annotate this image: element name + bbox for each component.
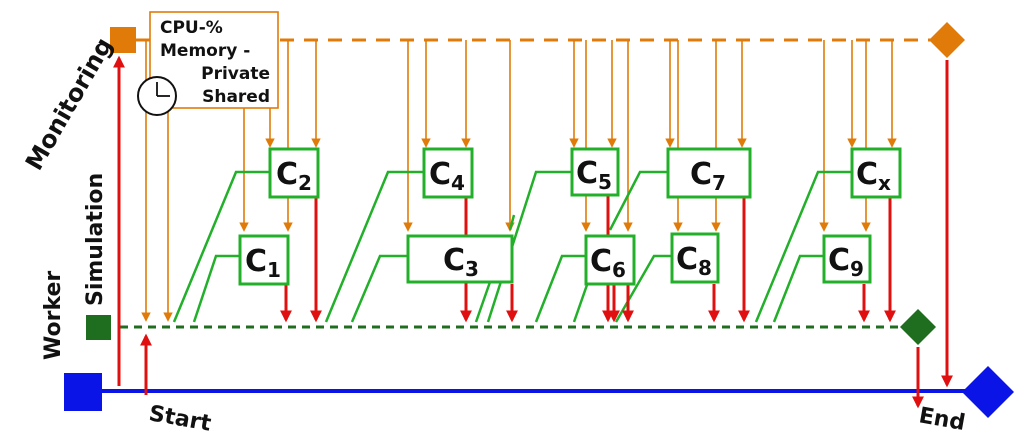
- simulation-label: Simulation: [83, 173, 108, 306]
- svg-text:C3: C3: [443, 243, 479, 281]
- clock-icon: [137, 76, 177, 116]
- computation-c8: C8: [670, 232, 720, 284]
- start-marker: [64, 373, 102, 411]
- svg-text:Cx: Cx: [856, 157, 891, 195]
- svg-text:C9: C9: [828, 243, 864, 281]
- worker-start-marker: [86, 315, 111, 340]
- computation-c3: C3: [406, 234, 514, 284]
- computation-c5: C5: [570, 147, 620, 197]
- end-label: End: [917, 403, 967, 436]
- computation-c7: C7: [666, 147, 752, 199]
- svg-text:C2: C2: [276, 157, 312, 195]
- metric-private: Private: [201, 64, 270, 84]
- computation-c9: C9: [822, 234, 872, 284]
- svg-text:C7: C7: [690, 157, 726, 195]
- metric-shared: Shared: [202, 87, 270, 107]
- monitoring-label: Monitoring: [20, 33, 118, 175]
- worker-label: Worker: [41, 271, 66, 360]
- computation-c2: C2: [268, 147, 320, 199]
- svg-text:C4: C4: [429, 157, 465, 195]
- monitoring-end-marker: [929, 22, 965, 58]
- monitoring-start-marker: [110, 27, 136, 53]
- worker-end-marker: [900, 309, 936, 345]
- end-marker: [962, 366, 1014, 418]
- svg-text:C6: C6: [590, 244, 626, 282]
- svg-text:C5: C5: [576, 156, 612, 194]
- computation-cx: Cx: [850, 147, 902, 199]
- computation-c4: C4: [422, 147, 474, 199]
- computation-c6: C6: [584, 234, 636, 286]
- svg-text:C1: C1: [245, 244, 281, 282]
- computation-c1: C1: [238, 234, 290, 286]
- metric-cpu: CPU-%: [160, 18, 223, 38]
- start-label: Start: [147, 401, 213, 437]
- svg-text:C8: C8: [676, 242, 712, 280]
- metric-memory: Memory -: [160, 41, 250, 61]
